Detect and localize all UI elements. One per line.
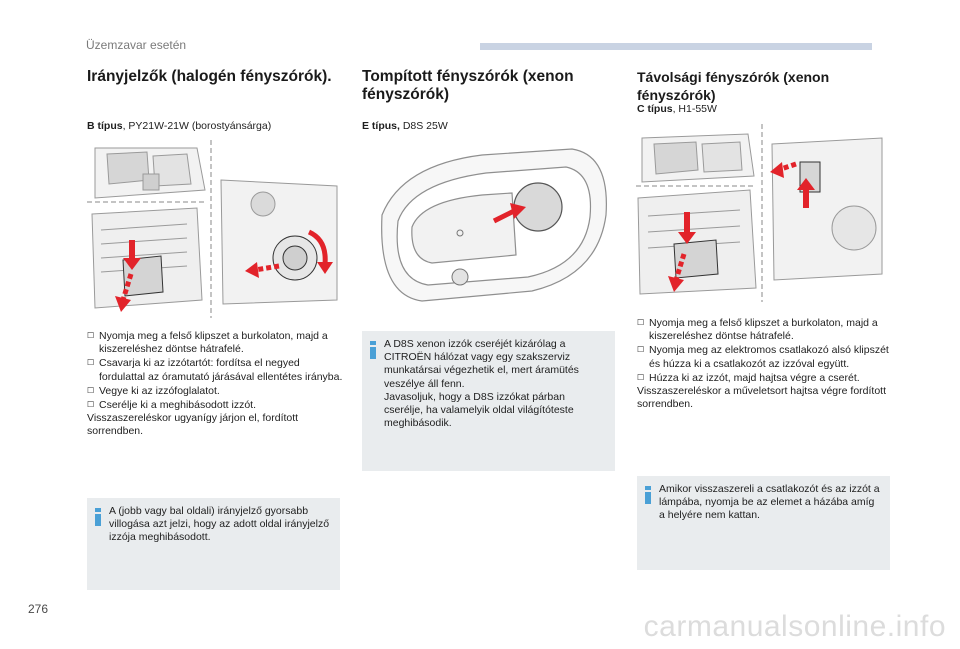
col1-step: Vegye ki az izzófoglalatot. <box>87 384 343 398</box>
header-bar <box>480 43 872 50</box>
col1-note: Visszaszereléskor ugyanígy járjon el, fo… <box>87 412 299 438</box>
col1-infobox: A (jobb vagy bal oldali) irányjelző gyor… <box>87 498 340 590</box>
col2-info-text: A D8S xenon izzók cseréjét kizárólag a C… <box>384 338 579 430</box>
col3-note: Visszaszereléskor a műveletsort hajtsa v… <box>637 385 887 411</box>
col1-body: Nyomja meg a felső klipszet a burkolaton… <box>87 329 343 439</box>
col1-step: Csavarja ki az izzótartót: fordítsa el n… <box>87 356 343 383</box>
col1-step: Nyomja meg a felső klipszet a burkolaton… <box>87 329 343 356</box>
watermark: carmanualsonline.info <box>643 610 946 643</box>
col3-illustration <box>636 124 883 302</box>
col3-body: Nyomja meg a felső klipszet a burkolaton… <box>637 316 895 411</box>
col3-step: Nyomja meg az elektromos csatlakozó alsó… <box>637 343 895 370</box>
col3-step: Nyomja meg a felső klipszet a burkolaton… <box>637 316 895 343</box>
info-icon <box>645 486 651 504</box>
col2-type: E típus, D8S 25W <box>362 120 448 132</box>
col3-infobox: Amikor visszaszereli a csatlakozót és az… <box>637 476 890 570</box>
col1-type: B típus, PY21W-21W (borostyánsárga) <box>87 120 272 132</box>
info-icon <box>95 508 101 526</box>
col1-illustration <box>87 140 338 318</box>
col3-info-text: Amikor visszaszereli a csatlakozót és az… <box>659 483 880 522</box>
col3-type: C típus, H1-55W <box>637 103 717 115</box>
col2-infobox: A D8S xenon izzók cseréjét kizárólag a C… <box>362 331 615 471</box>
col3-title: Távolsági fényszórók (xenon fényszórók) <box>637 69 830 103</box>
col3-step: Húzza ki az izzót, majd hajtsa végre a c… <box>637 371 895 385</box>
col1-info-text: A (jobb vagy bal oldali) irányjelző gyor… <box>109 505 330 544</box>
page-number: 276 <box>28 602 49 616</box>
col2-title: Tompított fényszórók (xenon fényszórók) <box>362 68 574 103</box>
section-label: Üzemzavar esetén <box>86 38 187 52</box>
col1-step: Cserélje ki a meghibásodott izzót. <box>87 398 343 412</box>
col2-illustration <box>381 148 607 302</box>
info-icon <box>370 341 376 359</box>
col1-title: Irányjelzők (halogén fényszórók). <box>87 68 332 85</box>
